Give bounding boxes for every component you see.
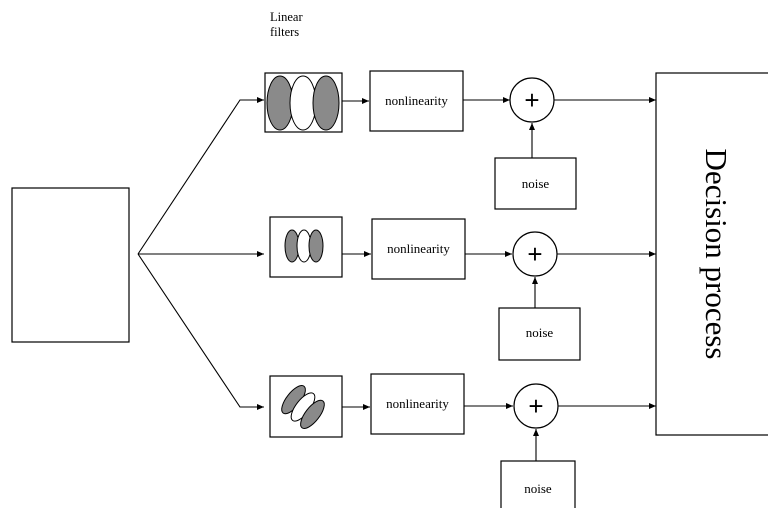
nonlinearity-box-2: [371, 218, 466, 280]
decision-process-label: Decision process: [699, 149, 734, 360]
filters-title-line1: Linear: [270, 10, 303, 24]
fanout-arrow-top: [137, 97, 264, 255]
fanout-arrow-bottom: [137, 253, 264, 410]
channel-3: nonlinearity + noise: [269, 373, 656, 508]
nonlinearity-box-1: [369, 70, 464, 132]
channel-1: nonlinearity + noise: [264, 70, 656, 210]
noise-label-2: noise: [526, 325, 554, 340]
input-image-box: [11, 187, 130, 343]
summation-symbol-3: +: [528, 391, 543, 421]
noise-box-2: [498, 307, 581, 361]
nonlinearity-box-3: [370, 373, 465, 435]
summation-symbol-2: +: [527, 239, 542, 269]
nonlinearity-label-1: nonlinearity: [385, 93, 448, 108]
noise-box-3: [500, 460, 576, 508]
noise-box-1: [494, 157, 577, 210]
decision-process-box: [655, 72, 768, 436]
nonlinearity-label-2: nonlinearity: [387, 241, 450, 256]
filter-kernel-icon-oriented: [281, 385, 325, 429]
filters-title-line2: filters: [270, 25, 299, 39]
filter-kernel-icon-fine: [284, 229, 324, 263]
nonlinearity-label-3: nonlinearity: [386, 396, 449, 411]
channel-2: nonlinearity + noise: [269, 216, 656, 361]
filter-kernel-icon-coarse: [266, 75, 340, 131]
noise-label-3: noise: [524, 481, 552, 496]
summation-symbol-1: +: [524, 85, 539, 115]
noise-label-1: noise: [522, 176, 550, 191]
